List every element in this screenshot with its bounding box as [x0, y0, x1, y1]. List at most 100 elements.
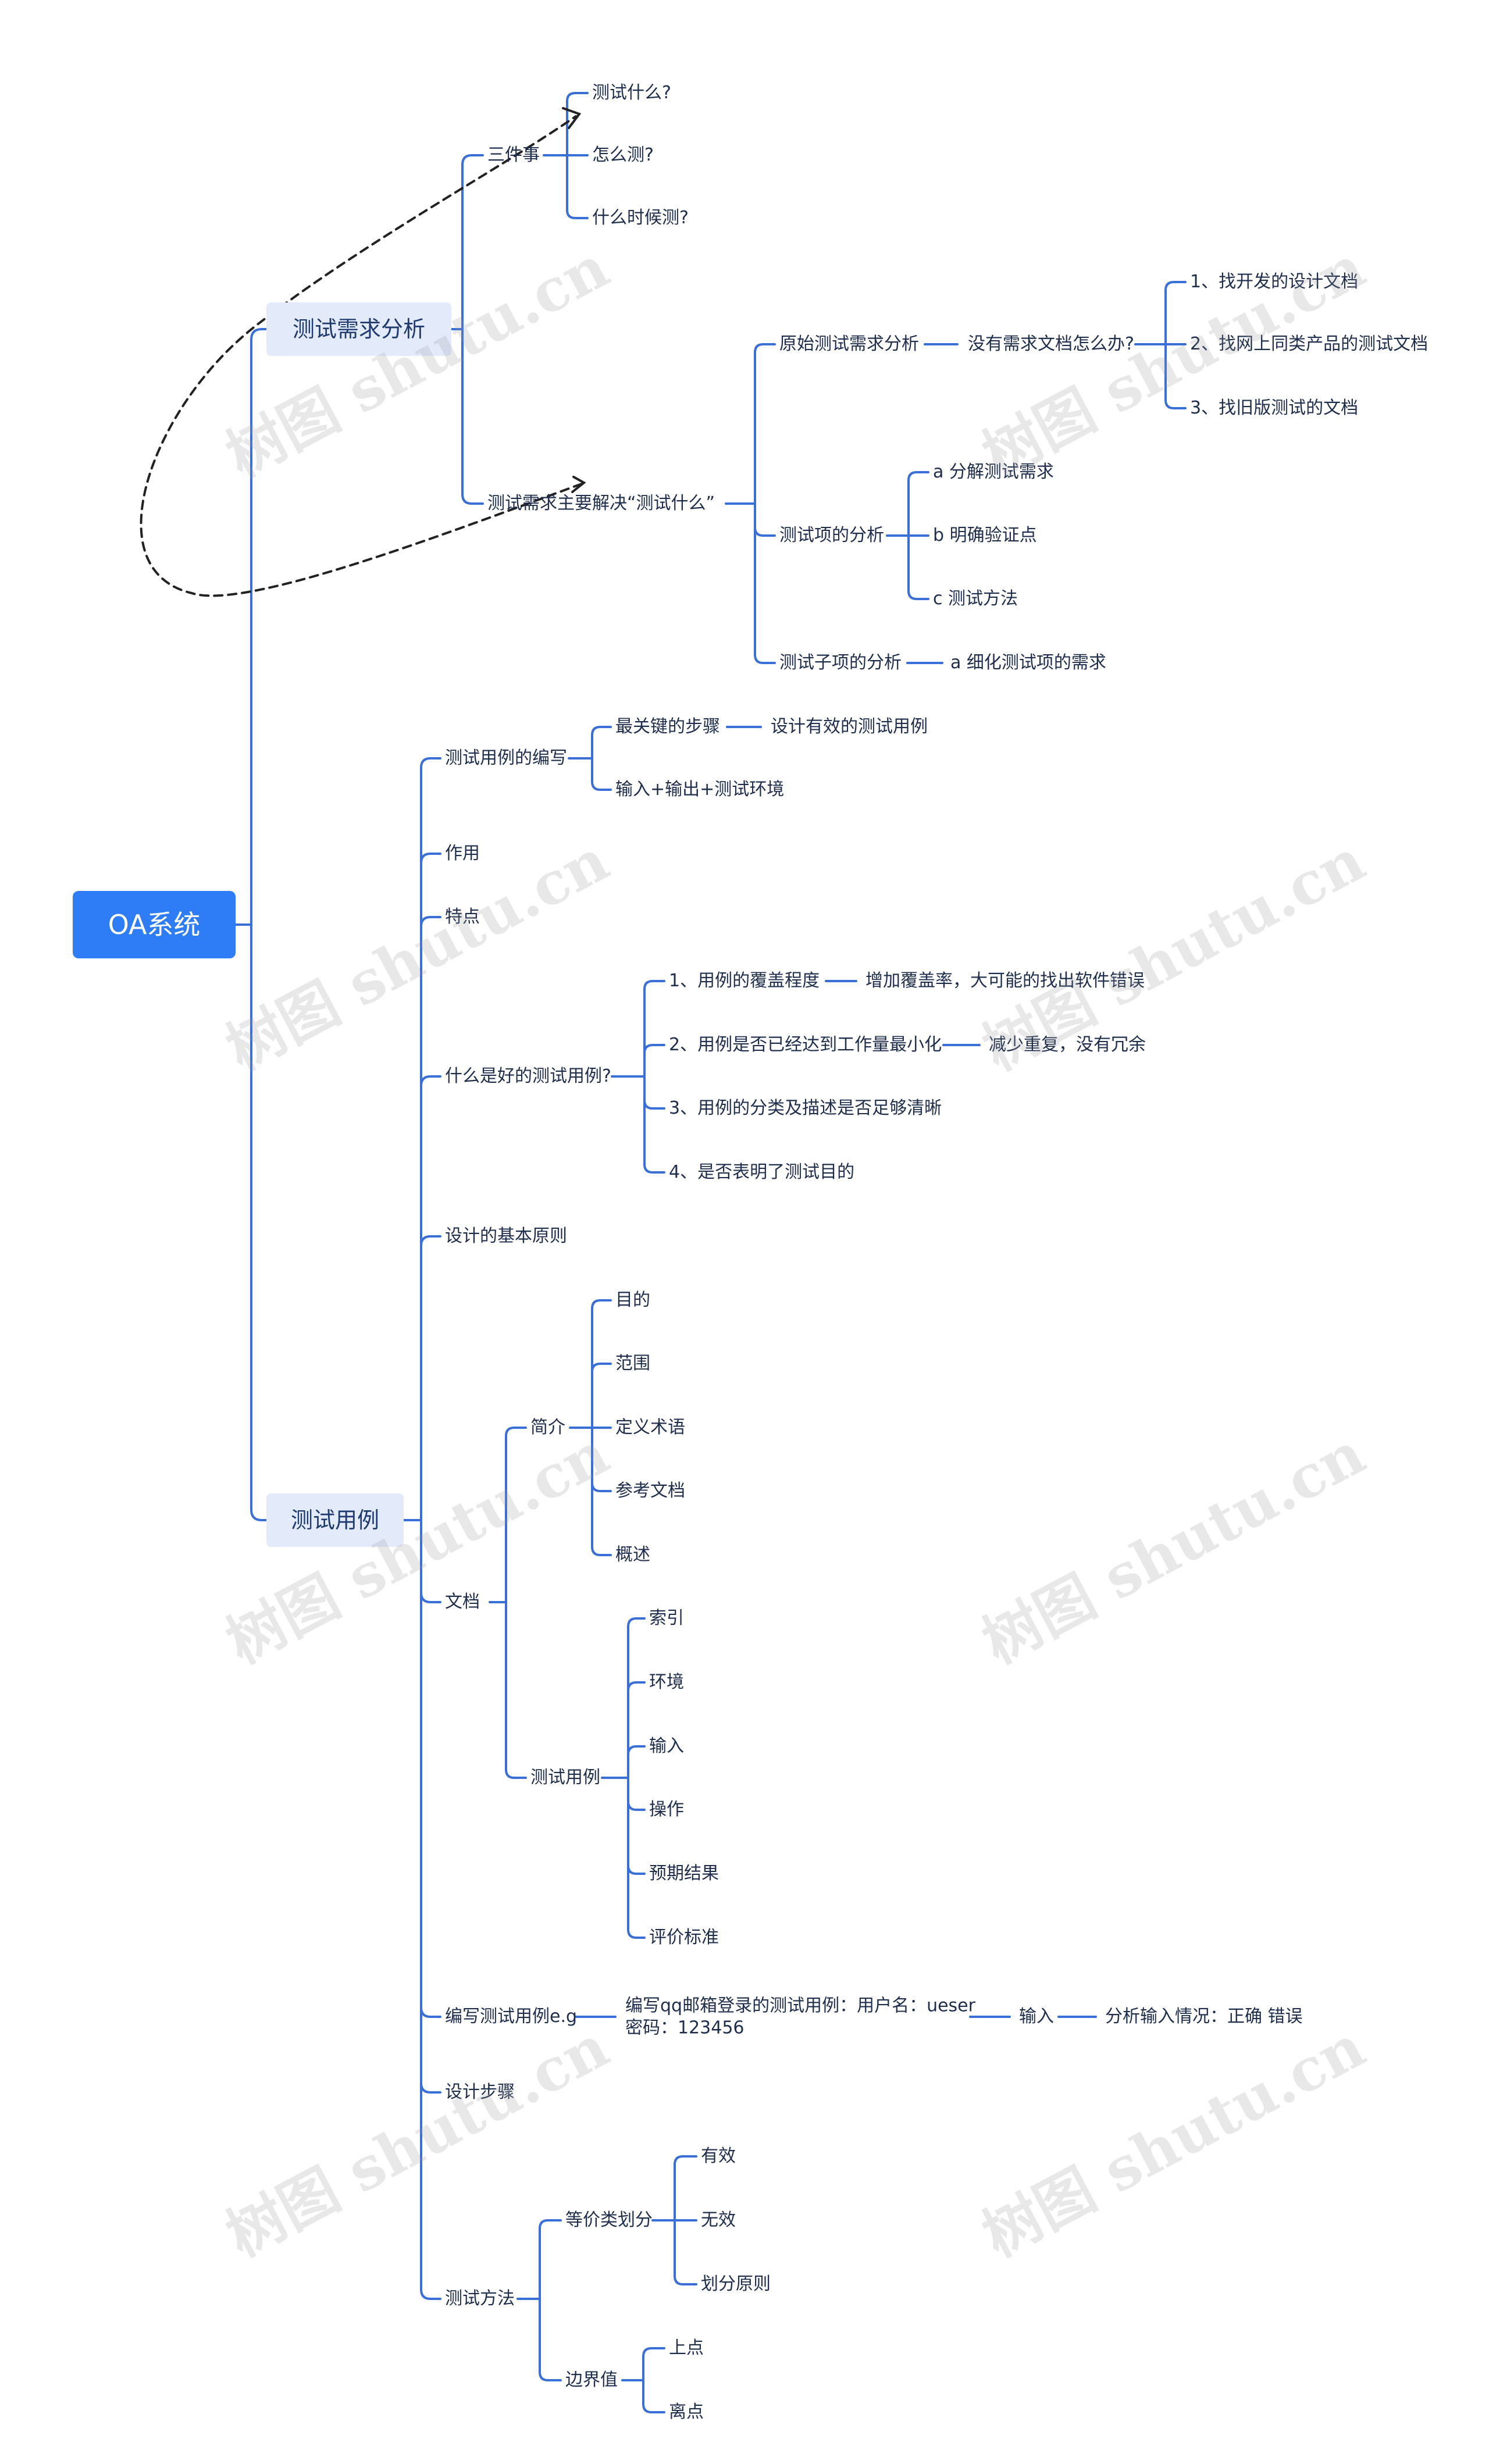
- coverage-node[interactable]: 1、用例的覆盖程度: [669, 971, 820, 991]
- input-output-env-node[interactable]: 输入+输出+测试环境: [615, 779, 785, 800]
- good-case-node[interactable]: 什么是好的测试用例?: [445, 1066, 611, 1086]
- example-analysis-node[interactable]: 分析输入情况：正确 错误: [1105, 2006, 1303, 2027]
- three-edge-branch: [566, 92, 589, 156]
- b2-edge-branch: [420, 1235, 441, 1521]
- root-node[interactable]: OA系统: [73, 891, 236, 958]
- sub-item-analysis-node[interactable]: 测试子项的分析: [779, 652, 902, 673]
- item-edge-branch: [907, 471, 929, 537]
- document-node[interactable]: 文档: [445, 1592, 480, 1612]
- equiv-edge-branch: [674, 2155, 697, 2221]
- how-to-test-node[interactable]: 怎么测?: [592, 145, 654, 165]
- branch-test-cases[interactable]: 测试用例: [266, 1493, 404, 1547]
- root-edge-branch: [250, 923, 268, 1521]
- when-to-test-node[interactable]: 什么时候测?: [592, 208, 689, 228]
- three-things-node[interactable]: 三件事: [487, 145, 540, 165]
- b1-edge-branch: [461, 328, 484, 505]
- good-edge-branch: [643, 1075, 665, 1110]
- requirement-solves-node[interactable]: 测试需求主要解决“测试什么”: [487, 493, 715, 514]
- intro-overview-node[interactable]: 概述: [615, 1545, 650, 1565]
- writing-edge-branch: [591, 757, 612, 791]
- case-index-node[interactable]: 索引: [649, 1608, 684, 1628]
- intro-node[interactable]: 简介: [530, 1417, 565, 1438]
- equivalence-valid-node[interactable]: 有效: [701, 2146, 736, 2166]
- solve-edge-branch: [754, 343, 776, 505]
- coverage-detail-node[interactable]: 增加覆盖率，大可能的找出软件错误: [865, 971, 1145, 991]
- example-detail-line1: 编写qq邮箱登录的测试用例：用户名：ueser: [625, 1995, 975, 2016]
- case-evaluation-node[interactable]: 评价标准: [649, 1927, 719, 1948]
- solve-edge-branch: [754, 502, 776, 664]
- b2-edge-branch: [420, 1075, 441, 1521]
- intro-edge-branch: [591, 1363, 612, 1429]
- branch-test-requirement-analysis[interactable]: 测试需求分析: [266, 302, 451, 356]
- features-node[interactable]: 特点: [445, 907, 480, 927]
- case-writing-node[interactable]: 测试用例的编写: [445, 748, 567, 768]
- design-steps-node[interactable]: 设计步骤: [445, 2082, 515, 2102]
- case-input-node[interactable]: 输入: [649, 1736, 684, 1756]
- key-step-node[interactable]: 最关键的步骤: [615, 716, 720, 737]
- verification-points-node[interactable]: b 明确验证点: [933, 525, 1037, 545]
- cases-edge-branch: [627, 1681, 646, 1779]
- example-detail-line2: 密码：123456: [625, 2017, 744, 2038]
- boundary-off-point-node[interactable]: 离点: [669, 2402, 704, 2422]
- decompose-requirement-node[interactable]: a 分解测试需求: [933, 462, 1054, 482]
- equivalence-node[interactable]: 等价类划分: [565, 2210, 653, 2230]
- intro-edge-branch: [591, 1427, 612, 1492]
- b2-edge-branch: [420, 1519, 441, 2018]
- relation-arrowhead-start: [571, 476, 586, 493]
- good-edge-branch: [643, 980, 665, 1078]
- b1-edge-branch: [461, 154, 484, 330]
- b2-edge-branch: [420, 757, 441, 1521]
- case-expected-result-node[interactable]: 预期结果: [649, 1863, 719, 1884]
- example-detail-node[interactable]: 编写qq邮箱登录的测试用例：用户名：ueser 密码：123456: [625, 1995, 975, 2039]
- intro-references-node[interactable]: 参考文档: [615, 1481, 685, 1501]
- case-operation-node[interactable]: 操作: [649, 1799, 684, 1820]
- answer-similar-product-doc[interactable]: 2、找网上同类产品的测试文档: [1190, 334, 1429, 354]
- minimize-node[interactable]: 2、用例是否已经达到工作量最小化: [669, 1035, 942, 1055]
- minimize-detail-node[interactable]: 减少重复，没有冗余: [989, 1035, 1146, 1055]
- test-methods-node[interactable]: 测试方法: [445, 2288, 515, 2309]
- answers-edge-branch: [1164, 281, 1187, 345]
- answers-edge-branch: [1164, 343, 1187, 409]
- intro-purpose-node[interactable]: 目的: [615, 1290, 650, 1310]
- cases-edge-branch: [627, 1745, 646, 1779]
- boundary-node[interactable]: 边界值: [565, 2370, 618, 2390]
- purpose-node[interactable]: 4、是否表明了测试目的: [669, 1162, 855, 1182]
- intro-scope-node[interactable]: 范围: [615, 1353, 650, 1374]
- role-node[interactable]: 作用: [445, 843, 480, 864]
- equivalence-principle-node[interactable]: 划分原则: [701, 2274, 771, 2294]
- good-edge-branch: [643, 1075, 665, 1174]
- what-to-test-node[interactable]: 测试什么?: [592, 83, 671, 103]
- example-node[interactable]: 编写测试用例e.g: [445, 2006, 578, 2027]
- cases-edge-branch: [627, 1617, 646, 1779]
- relation-arrowhead: [562, 107, 582, 129]
- design-effective-case-node[interactable]: 设计有效的测试用例: [771, 716, 928, 737]
- classification-node[interactable]: 3、用例的分类及描述是否足够清晰: [669, 1098, 942, 1118]
- methods-edge-branch: [539, 2219, 562, 2300]
- b2-edge-branch: [420, 853, 441, 1521]
- three-edge-branch: [566, 154, 589, 219]
- original-requirement-node[interactable]: 原始测试需求分析: [779, 334, 919, 354]
- b2-edge-branch: [420, 1519, 441, 2300]
- principles-node[interactable]: 设计的基本原则: [445, 1226, 567, 1246]
- intro-terms-node[interactable]: 定义术语: [615, 1417, 685, 1438]
- intro-edge-branch: [591, 1427, 612, 1556]
- good-edge-branch: [643, 1044, 665, 1078]
- solve-edge-branch: [754, 502, 776, 537]
- boundary-on-point-node[interactable]: 上点: [669, 2338, 704, 2358]
- case-environment-node[interactable]: 环境: [649, 1672, 684, 1692]
- relation-dashed-curve: [140, 115, 583, 597]
- test-method-node[interactable]: c 测试方法: [933, 589, 1018, 609]
- answer-old-version-doc[interactable]: 3、找旧版测试的文档: [1190, 398, 1359, 418]
- equivalence-invalid-node[interactable]: 无效: [701, 2210, 736, 2230]
- item-edge-branch: [907, 534, 929, 600]
- doc-test-cases-node[interactable]: 测试用例: [530, 1767, 600, 1788]
- doc-edge-branch: [505, 1601, 527, 1779]
- no-doc-question-node[interactable]: 没有需求文档怎么办?: [968, 334, 1134, 354]
- answer-dev-design-doc[interactable]: 1、找开发的设计文档: [1190, 272, 1359, 292]
- cases-edge-branch: [627, 1777, 646, 1875]
- refine-requirement-node[interactable]: a 细化测试项的需求: [950, 652, 1106, 673]
- test-item-analysis-node[interactable]: 测试项的分析: [779, 525, 884, 545]
- example-input-node[interactable]: 输入: [1019, 2006, 1054, 2027]
